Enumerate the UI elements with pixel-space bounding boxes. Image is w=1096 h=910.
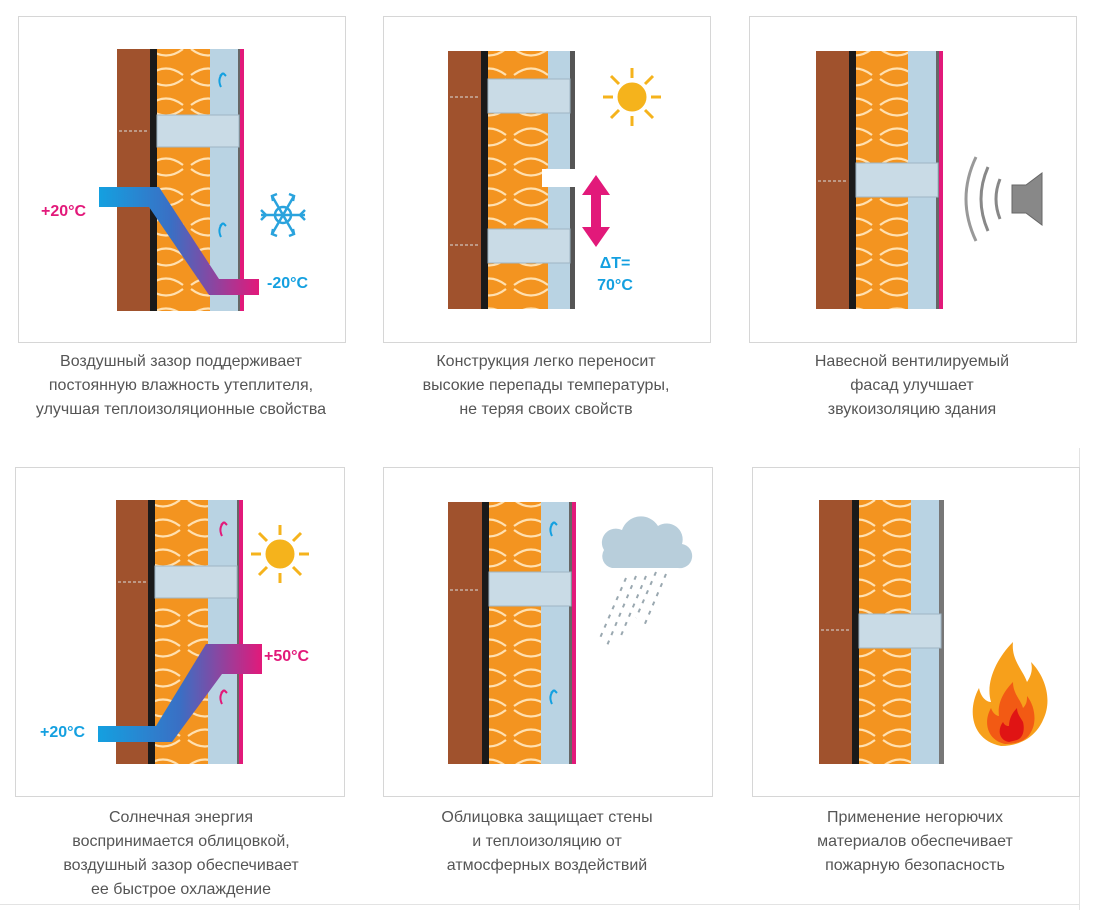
card-caption: Конструкция легко переносит высокие пере… <box>422 353 670 418</box>
sun-icon <box>603 68 661 126</box>
wall-diagram <box>448 51 661 309</box>
card-caption: Облицовка защищает стены и теплоизоляцию… <box>441 809 653 874</box>
sun-icon <box>251 525 309 583</box>
double-arrow-icon <box>582 175 610 247</box>
snowflake-icon <box>260 192 306 238</box>
fire-icon <box>972 642 1048 746</box>
wall-diagram <box>816 51 1043 309</box>
bottom-divider <box>0 904 1079 905</box>
diagram-frame <box>383 467 713 797</box>
card-caption: Воздушный зазор поддерживает постоянную … <box>35 353 327 418</box>
diagram-frame: +50°C +20°C <box>15 467 345 797</box>
hot-temp-label: +50°C <box>264 648 310 665</box>
wall-diagram <box>98 500 309 764</box>
card-caption: Применение негорючих материалов обеспечи… <box>817 809 1013 874</box>
diagram-frame: +20°C -20°C <box>18 16 346 343</box>
warm-temp-label: +20°C <box>41 203 87 220</box>
wall-diagram <box>448 502 693 764</box>
wall-diagram <box>99 49 306 311</box>
cold-temp-label: -20°C <box>267 275 309 292</box>
speaker-icon <box>964 156 1043 242</box>
diagram-frame: ΔT= 70°C <box>383 16 711 343</box>
delta-t-label: ΔT= 70°C <box>597 255 633 294</box>
diagram-frame <box>749 16 1077 343</box>
rain-cloud-icon <box>599 516 693 649</box>
card-caption: Солнечная энергия воспринимается облицов… <box>63 809 299 898</box>
card-caption: Навесной вентилируемый фасад улучшает зв… <box>814 353 1010 418</box>
cool-temp-label: +20°C <box>40 724 86 741</box>
wall-diagram <box>819 500 1048 764</box>
diagram-frame <box>752 467 1080 797</box>
